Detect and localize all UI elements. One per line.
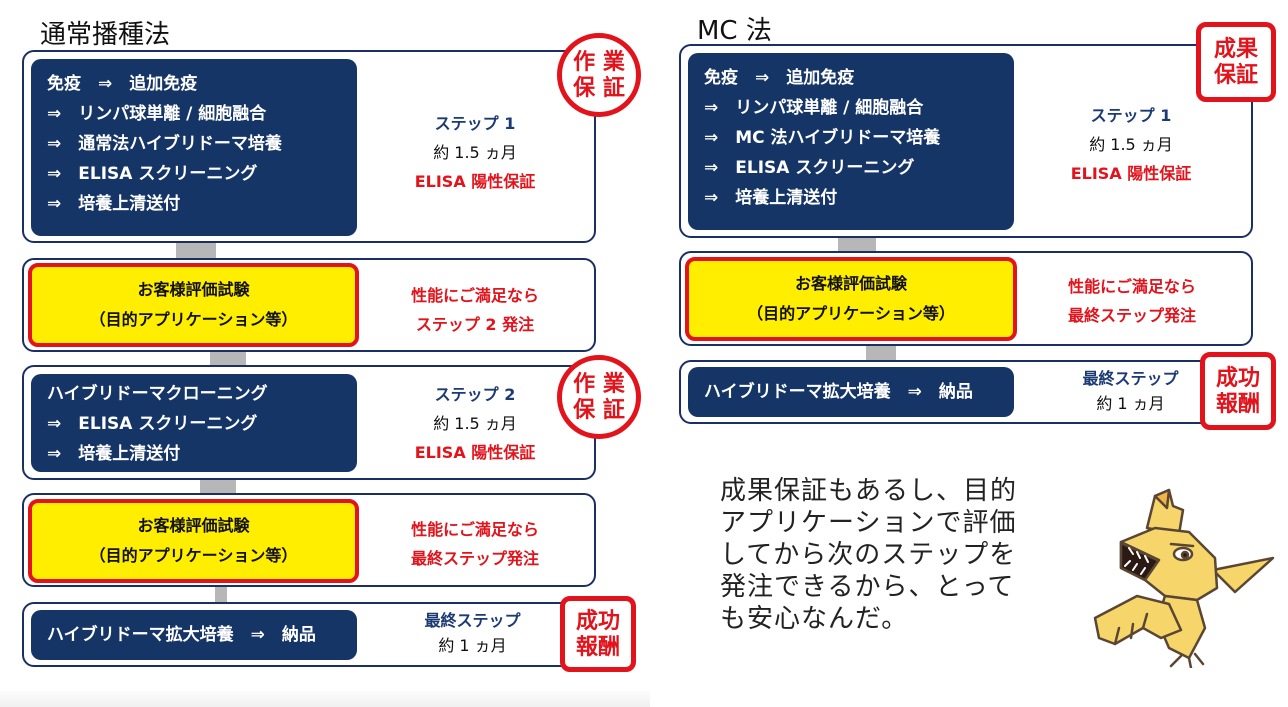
left-eval1-box: お客様評価試験 （目的アプリケーション等） — [28, 263, 359, 347]
speech-line: してから次のステップを — [720, 539, 1080, 571]
right-panel-title: MC 法 — [697, 10, 772, 47]
process-line: ハイブリドーマクローニング — [47, 379, 341, 409]
step-label: ステップ 2 — [390, 380, 560, 409]
left-step2-process-box: ハイブリドーマクローニング ⇒ ELISA スクリーニング ⇒ 培養上清送付 — [31, 374, 357, 472]
speech-line: アプリケーションで評価 — [720, 507, 1080, 539]
work-guarantee-stamp: 作 業 保 証 — [557, 33, 641, 117]
left-eval2-note: 性能にご満足なら 最終ステップ発注 — [385, 515, 565, 573]
left-panel-title: 通常播種法 — [40, 14, 170, 51]
step-label: ステップ 1 — [390, 109, 560, 138]
left-step2-info: ステップ 2 約 1.5 ヵ月 ELISA 陽性保証 — [390, 380, 560, 467]
process-line: ⇒ 培養上清送付 — [47, 439, 341, 469]
note-line: 性能にご満足なら — [1042, 272, 1222, 301]
result-guarantee-stamp: 成果 保証 — [1196, 22, 1276, 102]
eval-line: （目的アプリケーション等） — [32, 541, 355, 571]
process-line: ⇒ ELISA スクリーニング — [47, 409, 341, 439]
speech-line: 発注できるから、とって — [720, 571, 1080, 603]
duration: 約 1 ヵ月 — [400, 633, 545, 658]
eval-line: お客様評価試験 — [689, 269, 1013, 299]
duration: 約 1 ヵ月 — [1058, 391, 1203, 416]
bottom-shadow — [0, 688, 650, 707]
stamp-text: 報酬 — [576, 634, 620, 660]
process-line: ハイブリドーマ拡大培養 ⇒ 納品 — [704, 377, 973, 407]
stamp-text: 作 業 — [573, 49, 625, 75]
left-eval1-note: 性能にご満足なら ステップ 2 発注 — [385, 281, 565, 339]
process-line: ⇒ 通常法ハイブリドーマ培養 — [47, 129, 341, 159]
process-line: ⇒ リンパ球単離 / 細胞融合 — [704, 93, 998, 123]
guarantee-text: ELISA 陽性保証 — [1046, 159, 1216, 188]
mascot-illustration — [1085, 488, 1280, 668]
speech-line: 成果保証もあるし、目的 — [720, 475, 1080, 507]
success-fee-stamp: 成功 報酬 — [1200, 352, 1276, 430]
note-line: 最終ステップ発注 — [385, 544, 565, 573]
process-line: 免疫 ⇒ 追加免疫 — [704, 63, 998, 93]
right-final-process-box: ハイブリドーマ拡大培養 ⇒ 納品 — [688, 367, 1014, 417]
stamp-text: 成功 — [576, 608, 620, 634]
right-eval1-note: 性能にご満足なら 最終ステップ発注 — [1042, 272, 1222, 330]
process-line: ⇒ 培養上清送付 — [704, 183, 998, 213]
guarantee-text: ELISA 陽性保証 — [390, 438, 560, 467]
note-line: 性能にご満足なら — [385, 281, 565, 310]
left-eval2-box: お客様評価試験 （目的アプリケーション等） — [28, 499, 359, 583]
stamp-text: 保 証 — [573, 75, 625, 101]
process-line: ⇒ リンパ球単離 / 細胞融合 — [47, 99, 341, 129]
duration: 約 1.5 ヵ月 — [390, 409, 560, 438]
step-label: 最終ステップ — [1058, 366, 1203, 391]
note-line: 性能にご満足なら — [385, 515, 565, 544]
eval-line: （目的アプリケーション等） — [32, 305, 355, 335]
stamp-text: 保 証 — [573, 397, 625, 423]
right-eval1-box: お客様評価試験 （目的アプリケーション等） — [685, 257, 1017, 341]
guarantee-text: ELISA 陽性保証 — [390, 167, 560, 196]
right-step1-process-box: 免疫 ⇒ 追加免疫 ⇒ リンパ球単離 / 細胞融合 ⇒ MC 法ハイブリドーマ培… — [688, 53, 1014, 230]
process-line: ⇒ 培養上清送付 — [47, 189, 341, 219]
duration: 約 1.5 ヵ月 — [390, 138, 560, 167]
mascot-speech-text: 成果保証もあるし、目的 アプリケーションで評価 してから次のステップを 発注でき… — [720, 475, 1080, 635]
left-step1-info: ステップ 1 約 1.5 ヵ月 ELISA 陽性保証 — [390, 109, 560, 196]
eval-line: お客様評価試験 — [32, 511, 355, 541]
step-label: ステップ 1 — [1046, 101, 1216, 130]
left-step1-process-box: 免疫 ⇒ 追加免疫 ⇒ リンパ球単離 / 細胞融合 ⇒ 通常法ハイブリドーマ培養… — [31, 59, 357, 236]
stamp-text: 作 業 — [573, 371, 625, 397]
process-line: ⇒ ELISA スクリーニング — [704, 153, 998, 183]
eval-line: お客様評価試験 — [32, 275, 355, 305]
right-final-info: 最終ステップ 約 1 ヵ月 — [1058, 366, 1203, 416]
process-line: ⇒ ELISA スクリーニング — [47, 159, 341, 189]
success-fee-stamp: 成功 報酬 — [560, 596, 636, 672]
stamp-text: 保証 — [1214, 62, 1258, 88]
step-label: 最終ステップ — [400, 608, 545, 633]
process-line: ⇒ MC 法ハイブリドーマ培養 — [704, 123, 998, 153]
right-step1-info: ステップ 1 約 1.5 ヵ月 ELISA 陽性保証 — [1046, 101, 1216, 188]
left-final-info: 最終ステップ 約 1 ヵ月 — [400, 608, 545, 658]
stamp-text: 成果 — [1214, 36, 1258, 62]
process-line: ハイブリドーマ拡大培養 ⇒ 納品 — [47, 620, 316, 650]
stamp-text: 成功 — [1216, 365, 1260, 391]
eval-line: （目的アプリケーション等） — [689, 299, 1013, 329]
speech-line: も安心なんだ。 — [720, 603, 1080, 635]
work-guarantee-stamp: 作 業 保 証 — [557, 355, 641, 439]
left-final-process-box: ハイブリドーマ拡大培養 ⇒ 納品 — [31, 610, 357, 660]
stamp-text: 報酬 — [1216, 391, 1260, 417]
note-line: 最終ステップ発注 — [1042, 301, 1222, 330]
duration: 約 1.5 ヵ月 — [1046, 130, 1216, 159]
note-line: ステップ 2 発注 — [385, 310, 565, 339]
process-line: 免疫 ⇒ 追加免疫 — [47, 69, 341, 99]
